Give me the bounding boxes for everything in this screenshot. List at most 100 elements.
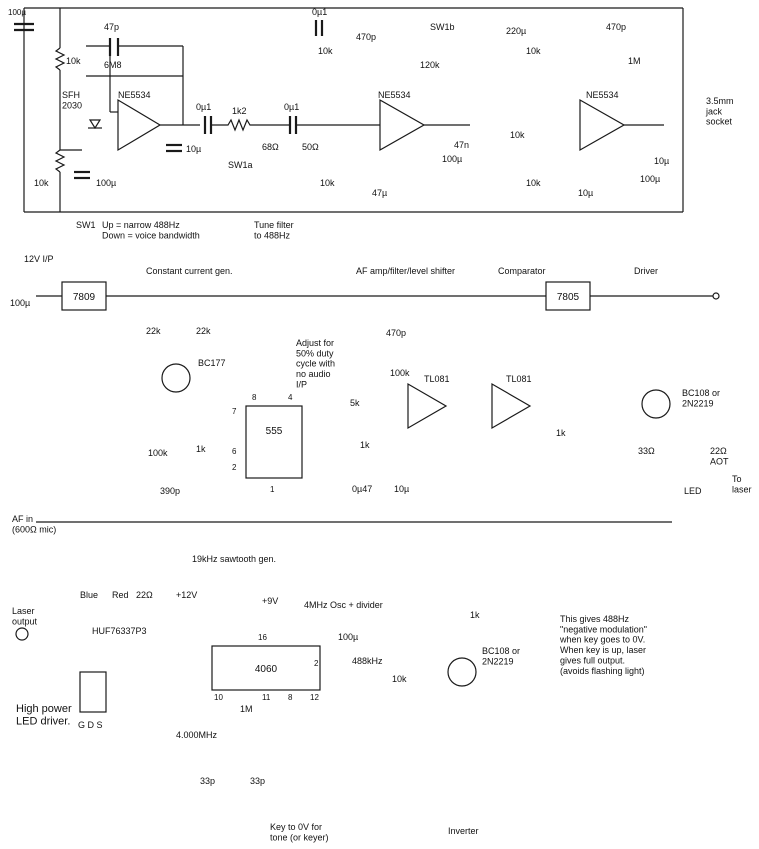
r22ka-label: 22k xyxy=(146,326,161,336)
pin16-label: 16 xyxy=(258,633,267,642)
c470pb-label: 470p xyxy=(606,22,626,32)
r1k2-label: 1k2 xyxy=(232,106,247,116)
reg1-label: 7809 xyxy=(73,292,96,303)
pwm-driver-section: 12V I/P 100µ 7809 Constant current gen. … xyxy=(10,254,752,564)
r1kc-label: 1k xyxy=(556,428,566,438)
c33pa-label: 33p xyxy=(200,776,215,786)
c470p-mid-label: 470p xyxy=(386,328,406,338)
r2-label: 10k xyxy=(34,178,49,188)
mosfet-label: HUF76337P3 xyxy=(92,626,147,636)
c100ub-label: 100µ xyxy=(442,154,462,164)
pin2b-label: 2 xyxy=(314,659,319,668)
pin10-label: 10 xyxy=(214,693,223,702)
r1-label: 10k xyxy=(66,56,81,66)
mod-note: This gives 488Hz"negative modulation"whe… xyxy=(559,614,647,676)
ic4060-label: 4060 xyxy=(255,664,278,675)
r100kb-label: 100k xyxy=(390,368,410,378)
led-label: LED xyxy=(684,486,702,496)
c10u-mid-label: 10µ xyxy=(394,484,409,494)
c390p-label: 390p xyxy=(160,486,180,496)
r22-label: 22Ω xyxy=(136,590,153,600)
opamp-tl081-a xyxy=(407,382,448,430)
c47u-label: 47µ xyxy=(372,188,387,198)
op1-label: TL081 xyxy=(424,374,450,384)
gds-label: G D S xyxy=(78,720,103,730)
inverter-label: Inverter xyxy=(448,826,479,836)
laser-output-connector xyxy=(15,627,29,641)
input-cap-label: 100µ xyxy=(8,8,26,17)
opamp-1: 47p 6M8 NE5534 10µ xyxy=(86,22,201,154)
pin1-label: 1 xyxy=(270,485,275,494)
input-capacitor: 100µ xyxy=(8,8,34,32)
r1k-label: 1k xyxy=(196,444,206,454)
reg-7809 xyxy=(61,281,107,311)
r22kb-label: 22k xyxy=(196,326,211,336)
comp-title: Comparator xyxy=(498,266,546,276)
timer-label: 555 xyxy=(266,426,283,437)
pin8b-label: 8 xyxy=(288,693,293,702)
c100u-bot-label: 100µ xyxy=(338,632,358,642)
r1k-bot-label: 1k xyxy=(470,610,480,620)
af-in-label: AF in(600Ω mic) xyxy=(12,514,56,534)
saw-note: 19kHz sawtooth gen. xyxy=(192,554,276,564)
r1m-bot-label: 1M xyxy=(240,704,253,714)
pin2-label: 2 xyxy=(232,463,237,472)
r10kg-label: 10k xyxy=(526,178,541,188)
opamp-tl081-b xyxy=(491,382,532,430)
pin11-label: 11 xyxy=(262,693,271,702)
timer-555 xyxy=(245,405,303,479)
transistor-q1 xyxy=(161,363,191,393)
blue-label: Blue xyxy=(80,590,98,600)
c0u1a-label: 0µ1 xyxy=(196,102,211,112)
r10kd-label: 10k xyxy=(320,178,335,188)
reg2-label: 7805 xyxy=(557,292,580,303)
c33pb-label: 33p xyxy=(250,776,265,786)
sw1a-label: SW1a xyxy=(228,160,253,170)
opamp-3: NE5534 470p 1M 220µ 10k 10k 10k 10µ 10µ … xyxy=(506,22,734,198)
c100u-mid-label: 100µ xyxy=(10,298,30,308)
ic1-label: NE5534 xyxy=(118,90,151,100)
c47n-label: 47n xyxy=(454,140,469,150)
r10ke-label: 10k xyxy=(526,46,541,56)
pin12-label: 12 xyxy=(310,693,319,702)
c10ub-label: 10µ xyxy=(578,188,593,198)
c100uc-label: 100µ xyxy=(640,174,660,184)
r33-label: 33Ω xyxy=(638,446,655,456)
r10kc-label: 10k xyxy=(318,46,333,56)
c470pa-label: 470p xyxy=(356,32,376,42)
r10kf-label: 10k xyxy=(510,130,525,140)
op2-label: TL081 xyxy=(506,374,532,384)
v9-label: +9V xyxy=(262,596,278,606)
c1-label: 100µ xyxy=(96,178,116,188)
xtal-label: 4.000MHz xyxy=(176,730,218,740)
mosfet-package xyxy=(79,671,107,713)
af-title: AF amp/filter/level shifter xyxy=(356,266,455,276)
transistor-q3 xyxy=(447,657,477,687)
c10uc-label: 10µ xyxy=(654,156,669,166)
r68-label: 68Ω xyxy=(262,142,279,152)
pot5k-label: 5k xyxy=(350,398,360,408)
r10k-bot-label: 10k xyxy=(392,674,407,684)
c220u-label: 220µ xyxy=(506,26,526,36)
oscillator-section: +9V 4MHz Osc + divider 100µ 4060 16 2 10… xyxy=(176,596,647,842)
ccg-title: Constant current gen. xyxy=(146,266,233,276)
pin4-label: 4 xyxy=(288,393,293,402)
v12-label: +12V xyxy=(176,590,197,600)
opamp-2: NE5534 470p SW1b 120k 47n 100µ 10k 47µ 1… xyxy=(318,22,470,198)
c0u1c-label: 0µ1 xyxy=(312,7,327,17)
ic2-label: NE5534 xyxy=(378,90,411,100)
pin6-label: 6 xyxy=(232,447,237,456)
sw1b-label: SW1b xyxy=(430,22,455,32)
